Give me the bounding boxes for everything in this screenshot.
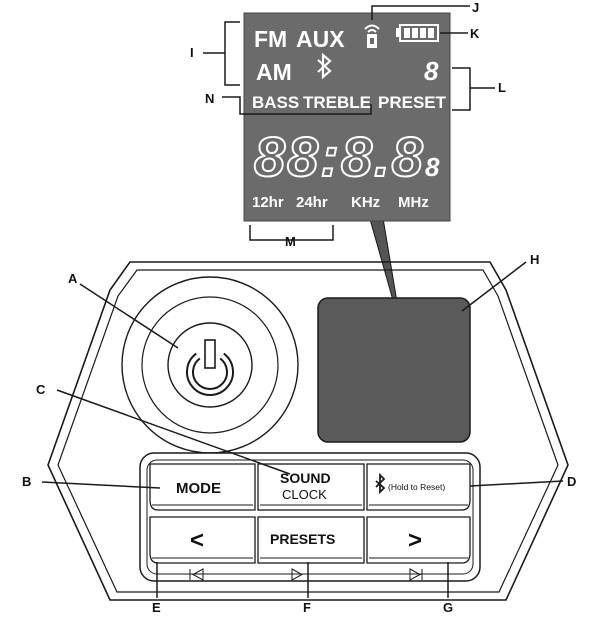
next-button-label: > — [408, 527, 422, 554]
play-icon — [291, 568, 304, 581]
presets-button-label: PRESETS — [270, 531, 335, 547]
next-button[interactable]: > — [366, 516, 471, 564]
device-callout-lines — [41, 261, 564, 598]
power-icon — [186, 339, 234, 396]
presets-button[interactable]: PRESETS — [257, 516, 365, 564]
display-window — [317, 297, 471, 443]
lcd-preset: PRESET — [378, 93, 447, 112]
callout-e: E — [152, 600, 161, 615]
lcd-digit-small: 8 — [424, 56, 439, 86]
callout-f: F — [303, 600, 311, 615]
callout-c: C — [36, 382, 46, 397]
sound-label: SOUND — [280, 470, 331, 486]
mode-button-label: MODE — [176, 480, 221, 497]
sound-clock-button[interactable]: SOUND CLOCK — [257, 463, 365, 511]
callout-d: D — [567, 474, 576, 489]
bluetooth-icon — [317, 52, 332, 80]
lcd-callout-lines — [203, 5, 495, 241]
lcd-screen — [243, 12, 451, 222]
callout-m: M — [285, 234, 296, 249]
prev-button[interactable]: < — [149, 516, 256, 564]
callout-n: N — [205, 91, 214, 106]
callout-b: B — [22, 474, 31, 489]
prev-track-icon — [189, 568, 204, 581]
callout-l: L — [498, 80, 506, 95]
callout-h: H — [530, 252, 539, 267]
lcd-mhz: MHz — [398, 194, 429, 211]
lcd-clock-digits: 88:8.8 — [254, 125, 425, 188]
device-body — [47, 261, 569, 601]
clock-label: CLOCK — [282, 487, 327, 502]
prev-button-label: < — [190, 527, 204, 554]
lcd-khz: KHz — [351, 194, 380, 211]
lcd-clock-small: 8 — [425, 152, 440, 182]
next-track-icon — [409, 568, 423, 581]
callout-a: A — [68, 271, 78, 286]
hold-reset-label: (Hold to Reset) — [388, 482, 445, 492]
lcd-treble: TREBLE — [303, 93, 371, 112]
callout-j: J — [472, 0, 479, 15]
lcd-24hr: 24hr — [296, 194, 328, 211]
bluetooth-button-icon — [375, 472, 386, 495]
callout-labels: A B C D E F G H I J K L M N — [22, 0, 576, 615]
lcd-fm: FM — [254, 26, 287, 52]
bluetooth-reset-button[interactable]: (Hold to Reset) — [366, 463, 471, 511]
callout-k: K — [470, 26, 480, 41]
lcd-bass: BASS — [252, 93, 299, 112]
mode-button[interactable]: MODE — [149, 463, 256, 511]
battery-icon — [396, 24, 439, 42]
lcd-am: AM — [256, 59, 292, 85]
callout-i: I — [190, 45, 194, 60]
lcd-panel: FM AUX AM 8 BASS TREBLE PRESET 88:8.8 8 … — [243, 12, 451, 333]
signal-icon — [364, 24, 380, 48]
lcd-aux: AUX — [296, 26, 345, 52]
lcd-12hr: 12hr — [252, 194, 284, 211]
callout-g: G — [443, 600, 453, 615]
